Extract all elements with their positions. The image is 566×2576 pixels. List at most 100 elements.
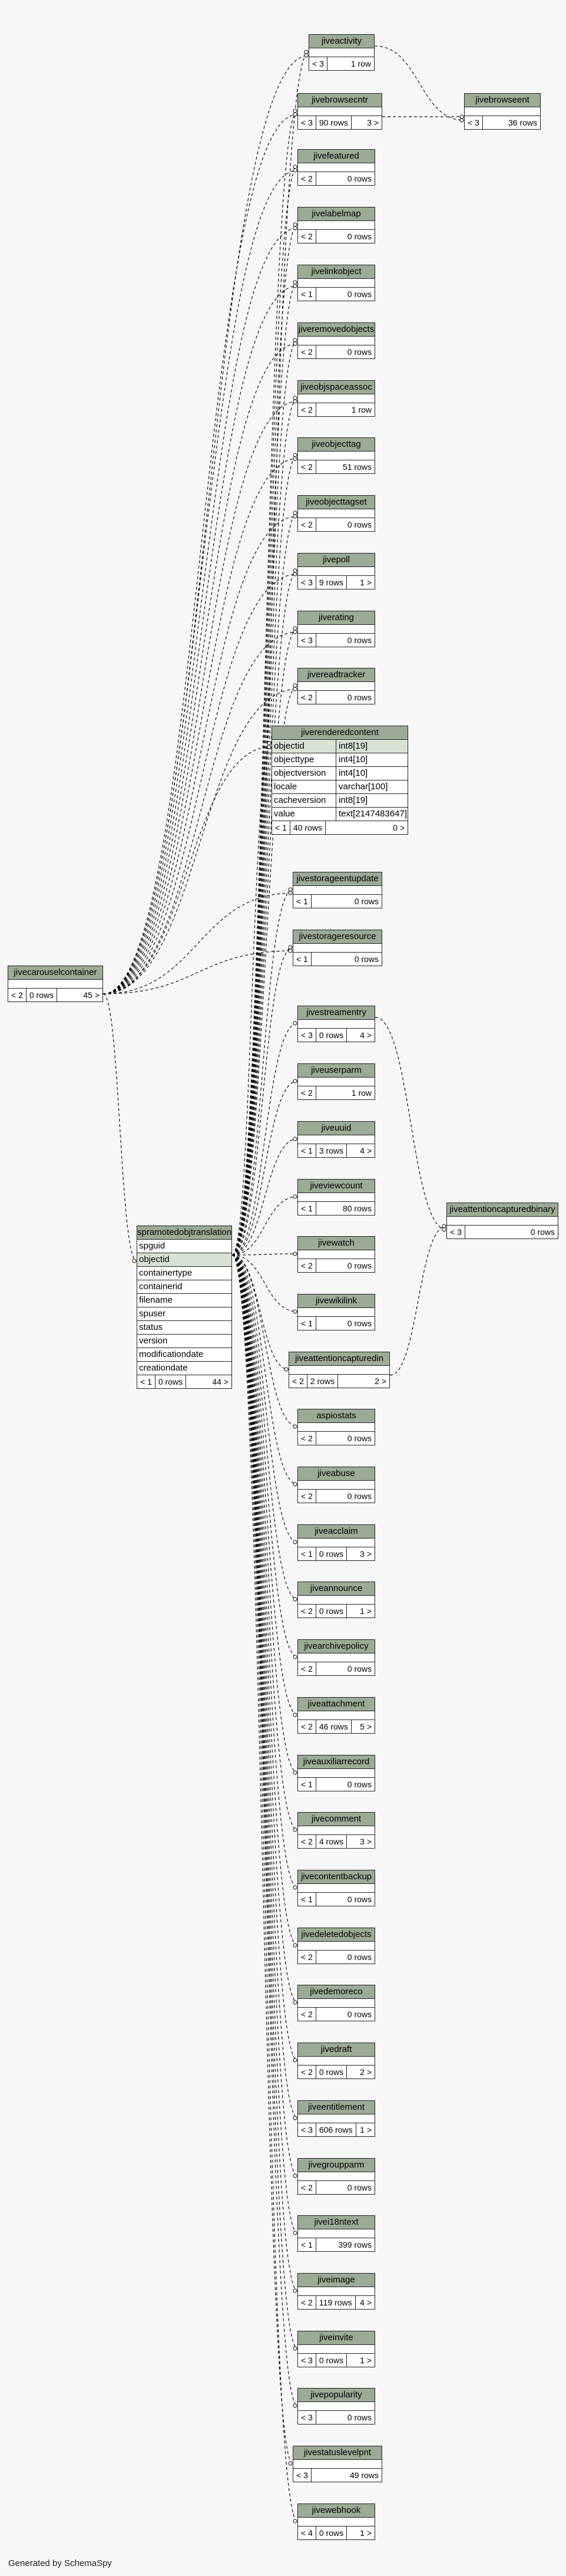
edge-end-marker: [293, 284, 297, 288]
edge-end-marker: [293, 510, 297, 515]
row-count: 0 rows: [347, 1261, 372, 1270]
parents-count: < 3: [298, 116, 316, 129]
row-count: 0 rows: [347, 2183, 372, 2192]
table-name: jivewebhook: [298, 2504, 375, 2518]
edge-end-marker: [293, 2231, 297, 2235]
column-type: int4[10]: [339, 768, 368, 778]
edge-jiveactivity: [231, 51, 309, 1256]
edge-jivecontentbackup: [231, 1254, 298, 1888]
edge-end-marker: [293, 1424, 297, 1429]
row-count: 0 rows: [316, 1029, 347, 1042]
edge-jiveacclaim: [231, 1254, 298, 1543]
edge-end-marker: [293, 1597, 297, 1602]
edge-jivestorageentupdate: [231, 889, 293, 1256]
table-name: jivegroupparm: [298, 2159, 375, 2172]
column-row: status: [137, 1321, 231, 1335]
edge-jiveattachment: [231, 1254, 298, 1715]
column-row: creationdate: [137, 1362, 231, 1375]
parents-count: < 2: [8, 989, 27, 1002]
row-count: 0 rows: [347, 2010, 372, 2019]
table-body: [8, 980, 102, 989]
edge-end-marker: [293, 1309, 297, 1314]
table-body: [298, 1481, 375, 1490]
column-row: version: [137, 1335, 231, 1348]
edge-end-marker: [293, 1655, 297, 1659]
parents-count: < 1: [298, 1778, 316, 1791]
row-count: 9 rows: [316, 576, 347, 589]
edge-end-marker: [293, 112, 297, 117]
edge-end-marker: [293, 1712, 297, 1717]
edge-end-marker: [293, 168, 297, 173]
edge-jiveobjspaceassoc: [231, 397, 298, 1256]
edge-jivelabelmap: [231, 224, 298, 1256]
table-name: jivewikilink: [298, 1294, 375, 1308]
table-name: jivestreamentry: [298, 1006, 375, 1020]
table-name: jiveannounce: [298, 1582, 375, 1596]
edge-end-marker: [293, 280, 297, 285]
edge-end-marker: [293, 1885, 297, 1890]
row-count: 0 rows: [347, 1491, 372, 1501]
edge-end-marker: [293, 1194, 297, 1199]
edge-jiveuuid: [231, 1138, 298, 1256]
table-body: [298, 509, 375, 518]
row-count: 0 rows: [347, 1319, 372, 1328]
row-count: 119 rows: [316, 2296, 356, 2309]
parents-count: < 2: [298, 1605, 316, 1618]
row-count: 0 rows: [347, 1895, 372, 1904]
table-body: [298, 1769, 375, 1778]
table-body: [298, 682, 375, 691]
table-name: jiveremovedobjects: [298, 323, 375, 337]
table-name: jiveacclaim: [298, 1525, 375, 1539]
